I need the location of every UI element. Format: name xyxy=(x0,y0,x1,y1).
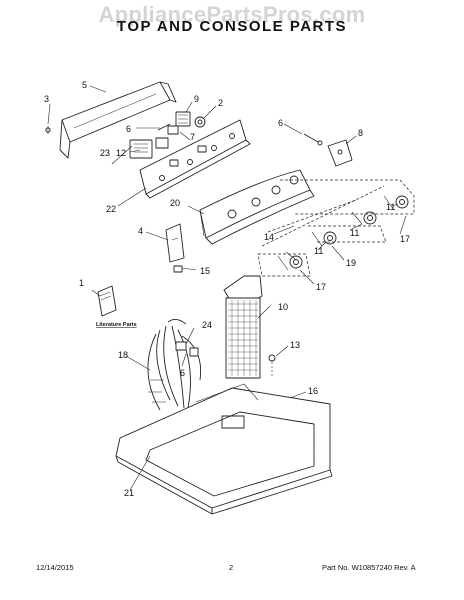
part-screws-6 xyxy=(157,123,323,146)
watermark: AppliancePartsPros.com xyxy=(98,2,366,27)
callout-labels: 1 2 3 4 5 6 6 6 7 8 9 10 11 11 11 12 13 … xyxy=(44,80,410,498)
part-lint-screen xyxy=(223,275,263,379)
footer-page-number: 2 xyxy=(229,563,234,572)
callout-3: 3 xyxy=(44,94,49,104)
part-console-front xyxy=(199,169,315,245)
page-title: TOP AND CONSOLE PARTS xyxy=(116,18,348,35)
callout-6-harness: 6 xyxy=(180,368,185,378)
callout-17-a: 17 xyxy=(400,234,410,244)
leader-lines xyxy=(47,85,407,491)
callout-13: 13 xyxy=(290,340,300,350)
callout-10: 10 xyxy=(278,302,288,312)
callout-14: 14 xyxy=(264,232,274,242)
part-clip-15 xyxy=(173,265,183,273)
callout-9: 9 xyxy=(194,94,199,104)
callout-11-a: 11 xyxy=(386,202,395,212)
callout-5: 5 xyxy=(82,80,87,90)
callout-16: 16 xyxy=(308,386,318,396)
callout-6-right: 6 xyxy=(278,118,283,128)
part-console-back-cover xyxy=(59,81,177,159)
callout-8: 8 xyxy=(358,128,363,138)
callout-12: 12 xyxy=(116,148,126,158)
callout-18: 18 xyxy=(118,350,128,360)
callout-19: 19 xyxy=(346,258,356,268)
callout-4: 4 xyxy=(138,226,143,236)
callout-21: 21 xyxy=(124,488,134,498)
callout-1: 1 xyxy=(79,278,84,288)
part-side-bracket-4 xyxy=(165,223,185,263)
part-cabinet-top xyxy=(115,383,333,515)
footer-part-number: Part No. W10857240 Rev. A xyxy=(322,563,416,572)
part-control-module xyxy=(129,137,169,159)
callout-15: 15 xyxy=(200,266,210,276)
part-knob-group-boxes xyxy=(257,179,415,277)
literature-parts-label: Literature Parts xyxy=(96,322,137,328)
callout-2: 2 xyxy=(218,98,223,108)
callout-11-c: 11 xyxy=(314,246,323,256)
callout-24: 24 xyxy=(202,320,212,330)
part-bracket-8 xyxy=(327,139,353,167)
callout-11-b: 11 xyxy=(350,228,359,238)
part-screw-13 xyxy=(268,354,276,376)
callout-20: 20 xyxy=(170,198,180,208)
callout-7: 7 xyxy=(190,132,195,142)
callout-17-b: 17 xyxy=(316,282,326,292)
part-literature xyxy=(97,285,117,317)
part-wire-harness xyxy=(147,319,202,411)
footer-date: 12/14/2015 xyxy=(36,563,74,572)
part-knobs xyxy=(277,195,409,271)
callout-6-top: 6 xyxy=(126,124,131,134)
part-console-panel xyxy=(139,119,251,199)
part-switch-assembly xyxy=(167,111,206,135)
callout-22: 22 xyxy=(106,204,116,214)
part-screw-3 xyxy=(45,126,51,134)
callout-23: 23 xyxy=(100,148,110,158)
